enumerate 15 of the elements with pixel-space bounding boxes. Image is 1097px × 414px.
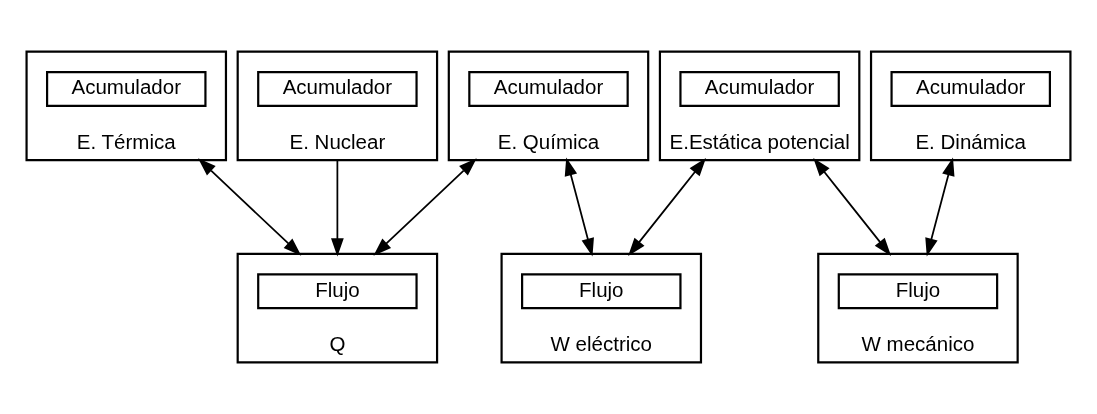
arrow	[925, 157, 955, 257]
node-box: Acumulador	[468, 71, 629, 107]
node-box: Flujo	[257, 273, 418, 310]
arrow	[198, 158, 302, 256]
arrow	[331, 159, 344, 257]
node-box: Acumulador	[679, 71, 840, 107]
node-box: Acumulador	[890, 71, 1051, 107]
arrow	[628, 158, 706, 256]
node-box: Acumulador	[257, 71, 418, 107]
arrow	[373, 158, 477, 256]
node-box: Acumulador	[46, 71, 207, 107]
arrow	[564, 157, 594, 257]
arrow	[813, 158, 892, 256]
node-box: Flujo	[521, 273, 682, 310]
node-box: Flujo	[837, 273, 999, 310]
